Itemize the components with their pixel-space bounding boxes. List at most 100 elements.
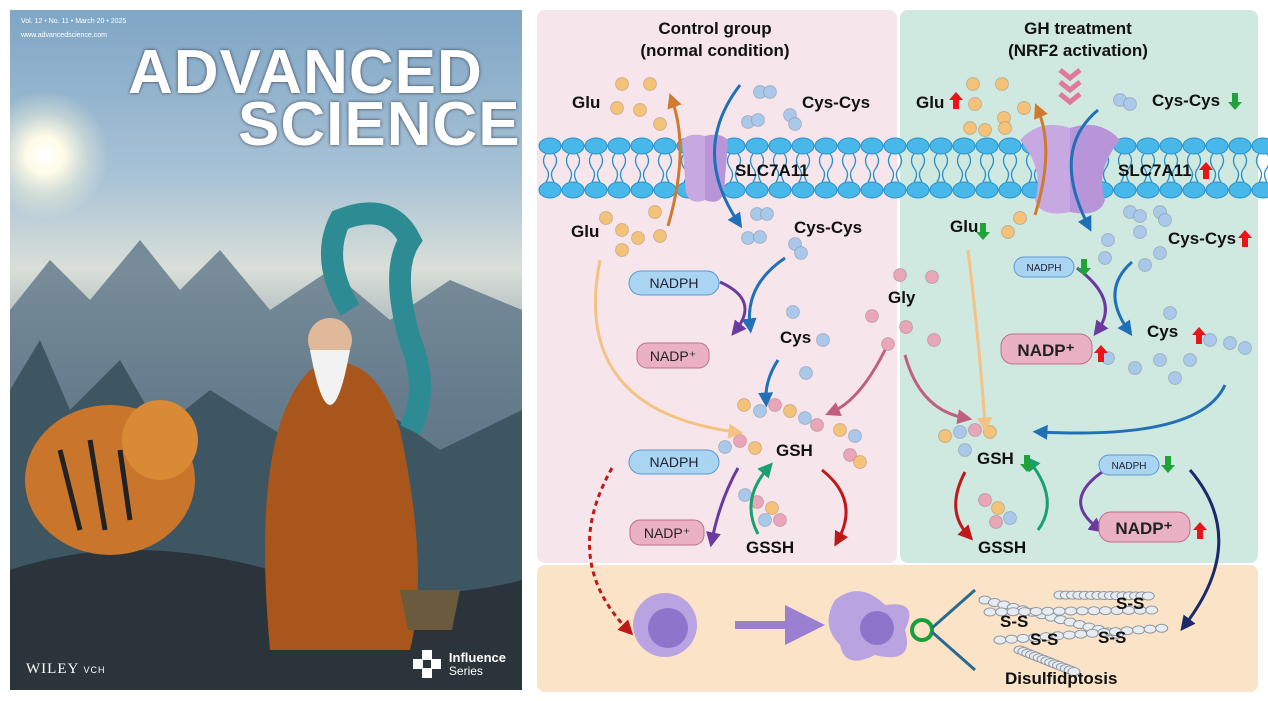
- label-cys-treat: Cys: [1147, 322, 1178, 341]
- nadph-pill-1: NADPH: [628, 270, 720, 296]
- nadph-pill-treat-2: NADPH: [1098, 454, 1160, 476]
- gsh-molecule: [968, 423, 982, 437]
- protein-bead: [1029, 606, 1043, 616]
- gsh-molecule: [848, 429, 862, 443]
- glu-molecule: [615, 77, 629, 91]
- nadp-pill-treat-2: NADP⁺: [1098, 511, 1191, 543]
- gly-molecule: [893, 268, 907, 282]
- pathway-arrow: [1113, 260, 1133, 337]
- label-cys-cys-in-treat: Cys-Cys: [1168, 229, 1236, 248]
- website: www.advancedscience.com: [21, 32, 107, 39]
- pathway-arrows: [587, 84, 1227, 636]
- cys-molecule: [1138, 258, 1152, 272]
- nadph-label: NADPH: [649, 454, 698, 470]
- nadp-label: NADP⁺: [1017, 341, 1074, 360]
- up-arrow-icon: [1199, 162, 1213, 179]
- down-arrow-icon: [1228, 93, 1242, 110]
- protein-bead: [1099, 606, 1112, 616]
- pathway-arrow: [706, 467, 740, 548]
- gsh-molecule: [978, 493, 992, 507]
- protein-bead: [983, 607, 997, 617]
- glu-molecule: [633, 103, 647, 117]
- nadph-pill-2: NADPH: [628, 449, 720, 475]
- gsh-molecule: [989, 515, 1003, 529]
- protein-bead: [1062, 630, 1076, 640]
- cys-molecule: [1128, 361, 1142, 375]
- protein-bead: [1155, 623, 1169, 633]
- pathway-arrow: [587, 467, 634, 636]
- gsh-molecule: [958, 443, 972, 457]
- nadp-label: NADP⁺: [650, 348, 696, 364]
- cys-molecule: [1101, 233, 1115, 247]
- gsh-molecule: [843, 448, 857, 462]
- protein-bead: [1052, 606, 1066, 616]
- label-glu-out: Glu: [572, 93, 600, 112]
- gsh-molecule: [748, 441, 762, 455]
- ss-label-3: S-S: [1030, 630, 1058, 649]
- protein-bead: [1005, 634, 1019, 644]
- nadp-pill-1: NADP⁺: [636, 342, 710, 369]
- protein-bead: [1016, 633, 1030, 643]
- pathway-arrow: [1180, 469, 1221, 631]
- protein-bead: [1041, 606, 1055, 616]
- change-indicators: [949, 92, 1252, 539]
- ss-label-2: S-S: [1000, 612, 1028, 631]
- pathway-arrow: [713, 84, 743, 229]
- publisher-name: WILEY: [26, 661, 79, 677]
- series-subtitle: Series: [448, 663, 483, 678]
- glu-molecule: [648, 205, 662, 219]
- label-cys-cys-out-treat: Cys-Cys: [1152, 91, 1220, 110]
- gly-molecule: [899, 320, 913, 334]
- cys-molecule: [1123, 97, 1137, 111]
- masthead-line2: SCIENCE: [238, 90, 521, 159]
- glu-molecule: [1001, 225, 1015, 239]
- gly-molecule: [927, 333, 941, 347]
- glu-molecule: [995, 77, 1009, 91]
- label-glu-out-treat: Glu: [916, 93, 944, 112]
- cys-molecule: [1133, 209, 1147, 223]
- cys-molecule: [1203, 333, 1217, 347]
- outcome-label: Disulfidptosis: [1005, 669, 1117, 688]
- treatment-subtitle: (NRF2 activation): [1008, 41, 1148, 60]
- gsh-molecule: [1003, 511, 1017, 525]
- protein-bead: [1064, 606, 1078, 616]
- pathway-arrow: [741, 256, 786, 334]
- pathway-arrow: [954, 471, 974, 541]
- journal-cover: Vol. 12 • No. 11 • March 20 • 2025 www.a…: [10, 10, 522, 690]
- cys-molecule: [741, 231, 755, 245]
- ss-label-1: S-S: [1116, 594, 1144, 613]
- cys-molecule: [794, 246, 808, 260]
- nadp-pill-2: NADP⁺: [629, 519, 705, 546]
- cys-molecule: [788, 117, 802, 131]
- gsh-molecule: [765, 501, 779, 515]
- glu-molecule: [643, 77, 657, 91]
- gsh-molecule: [758, 513, 772, 527]
- pathway-arrow: [1079, 468, 1106, 533]
- glu-molecule: [998, 121, 1012, 135]
- gsh-molecule: [853, 455, 867, 469]
- label-gsh-treat: GSH: [977, 449, 1014, 468]
- cys-molecule: [763, 85, 777, 99]
- pathway-arrow: [1025, 456, 1049, 531]
- molecules: [599, 77, 1252, 529]
- pathway-arrow: [758, 359, 780, 408]
- glu-molecule: [1013, 211, 1027, 225]
- gsh-molecule: [773, 513, 787, 527]
- nadph-label: NADPH: [649, 275, 698, 291]
- protein-bead: [1074, 629, 1088, 639]
- label-cys: Cys: [780, 328, 811, 347]
- up-arrow-icon: [1192, 327, 1206, 344]
- label-slc7a11-treat: SLC7A11: [1118, 161, 1192, 180]
- glu-molecule: [610, 101, 624, 115]
- nadph-label: NADPH: [1026, 263, 1061, 274]
- label-gly: Gly: [888, 288, 916, 307]
- glu-molecule: [968, 97, 982, 111]
- gsh-molecule: [938, 429, 952, 443]
- gsh-molecule: [753, 404, 767, 418]
- cys-molecule: [751, 113, 765, 127]
- glu-molecule: [653, 117, 667, 131]
- cys-molecule: [1133, 225, 1147, 239]
- gsh-molecule: [953, 425, 967, 439]
